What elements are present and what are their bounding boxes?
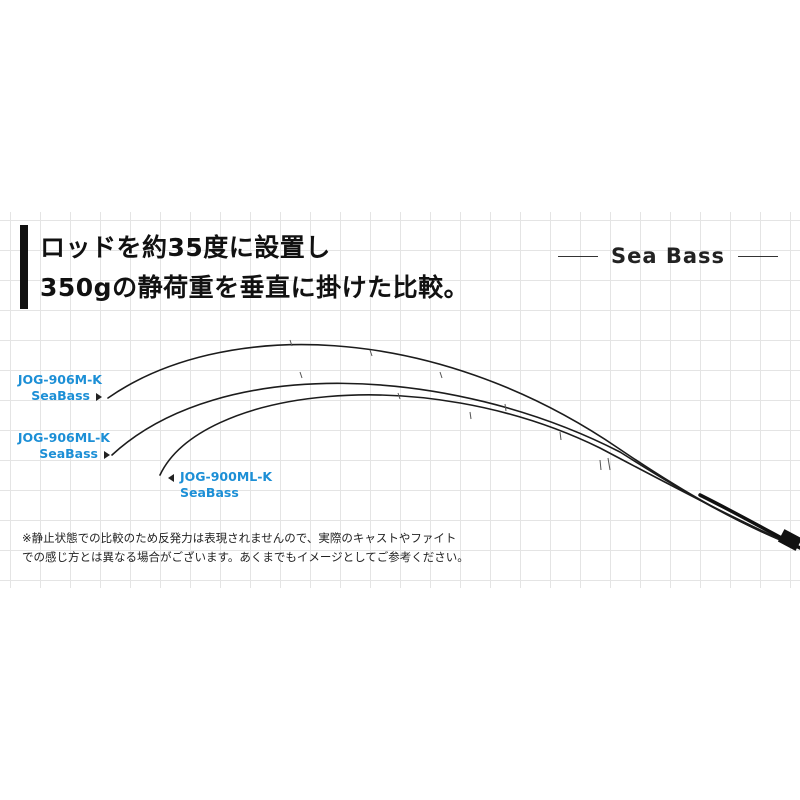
rod-grip [777,529,800,551]
rod-type-906m-text: SeaBass [31,388,90,403]
rod-guides [289,339,611,471]
rod-type-906ml-text: SeaBass [39,446,98,461]
arrow-left-icon [168,473,174,482]
rod-curve-900ml [159,394,800,549]
accent-bar [20,225,28,309]
sea-bass-badge: Sea Bass [558,240,778,272]
grid-background [0,212,800,588]
note-line-1: ※静止状態での比較のため反発力は表現されませんので、実際のキャストやファイト [22,531,457,545]
arrow-right-icon [104,450,110,459]
rod-label-900ml: JOG-900ML-K SeaBass [168,469,272,501]
rod-label-906m: JOG-906M-K SeaBass [18,372,102,404]
rod-model-900ml: JOG-900ML-K [168,469,272,485]
rod-type-900ml: SeaBass [180,485,239,500]
headline: ロッドを約35度に設置し 350gの静荷重を垂直に掛けた比較。 [40,228,469,308]
rod-type-906ml: SeaBass [18,446,110,462]
rod-model-906ml: JOG-906ML-K [17,430,110,445]
rod-curve-906m [107,343,800,549]
rod-type-906m: SeaBass [18,388,102,404]
arrow-right-icon [96,392,102,401]
rod-model-906m: JOG-906M-K [17,372,102,387]
note-line-2: での感じ方とは異なる場合がございます。あくまでもイメージとしてご参考ください。 [22,550,469,564]
rod-curve-906ml [111,382,800,549]
badge-text: Sea Bass [610,244,726,268]
rod-label-906ml: JOG-906ML-K SeaBass [18,430,110,462]
headline-line-2: 350gの静荷重を垂直に掛けた比較。 [40,273,470,302]
headline-line-1: ロッドを約35度に設置し [40,233,331,262]
badge-right-rule [738,255,778,257]
rod-model-900ml-text: JOG-900ML-K [180,469,273,484]
badge-left-rule [558,255,598,257]
disclaimer-note: ※静止状態での比較のため反発力は表現されませんので、実際のキャストやファイト で… [22,529,469,567]
